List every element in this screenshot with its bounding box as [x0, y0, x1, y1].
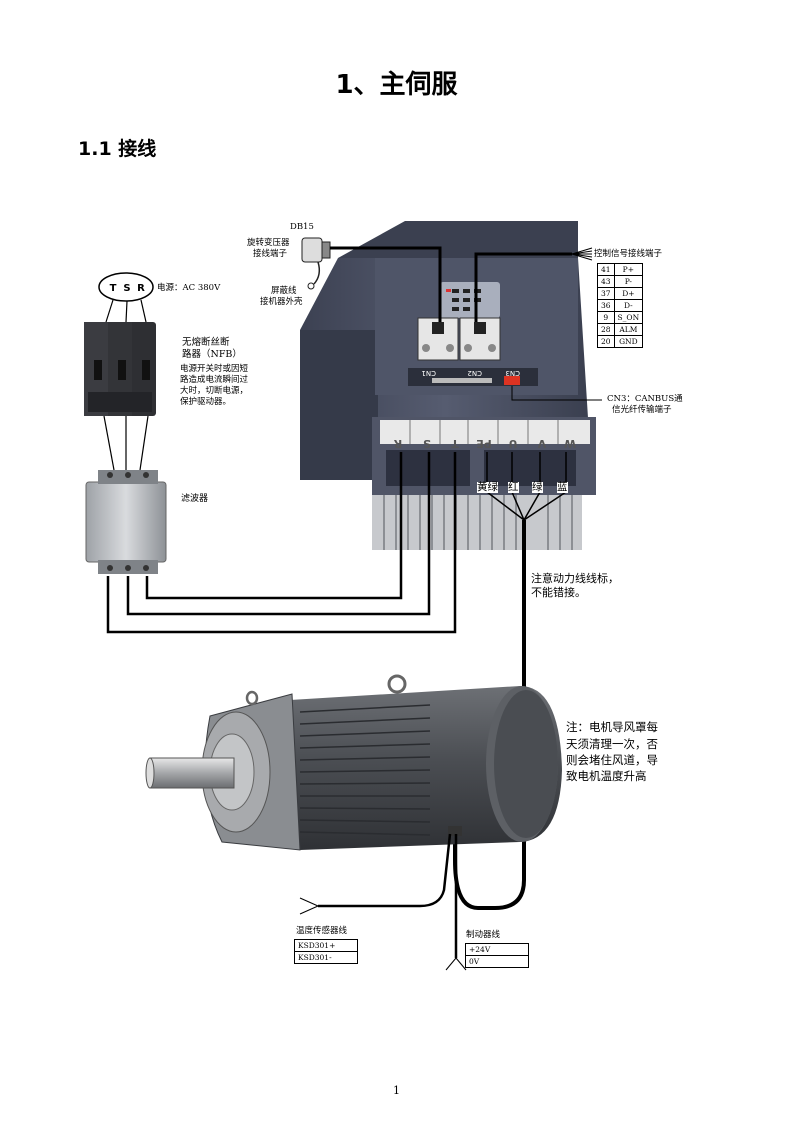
terminal-label-v: V	[537, 437, 546, 450]
page-number: 1	[393, 1084, 400, 1097]
temp-sensor-label: 温度传感器线	[296, 926, 348, 936]
nfb-label-1: 无熔断丝断	[182, 337, 230, 348]
resolver-label-2: 接线端子	[253, 249, 288, 259]
brake-table: +24V 0V	[465, 943, 529, 968]
power-note-2: 不能错接。	[531, 586, 586, 599]
breaker-phase-s: S	[123, 283, 130, 294]
nfb-desc-2: 路造成电流瞬间过	[180, 375, 249, 385]
cn3-desc-2: 信光纤传输端子	[612, 405, 672, 415]
control-terminal-label: 控制信号接线端子	[594, 249, 663, 259]
terminal-label-u: U	[509, 437, 518, 450]
breaker-phase-t: T	[110, 283, 117, 294]
cn1-label: CN1	[421, 369, 436, 377]
table-row: +24V	[465, 943, 529, 956]
wire-color-blue: 蓝	[557, 481, 568, 493]
page-title: 1、主伺服	[335, 70, 458, 100]
power-note-1: 注意动力线线标，	[531, 572, 619, 585]
filter-label: 滤波器	[181, 494, 209, 504]
emi-filter	[85, 470, 167, 574]
wire-color-red: 红	[508, 481, 519, 493]
nfb-desc-4: 保护驱动器。	[180, 397, 232, 407]
section-heading: 1.1 接线	[78, 138, 157, 160]
nfb-label-2: 路器（NFB）	[182, 349, 242, 360]
table-row: 0V	[465, 955, 529, 968]
nfb-desc-1: 电源开关时或因短	[180, 364, 249, 374]
nfb-desc-3: 大时，切断电源，	[180, 386, 249, 396]
motor-note-1: 注：电机导风罩每	[566, 720, 658, 734]
motor-note-3: 则会堵住风道，导	[566, 753, 658, 767]
db15-label: DB15	[290, 222, 314, 232]
motor-note-2: 天须清理一次，否	[566, 737, 658, 751]
circuit-breaker	[84, 272, 156, 416]
table-row: KSD301-	[294, 951, 358, 964]
cn3-desc-1: CN3：CANBUS通	[607, 394, 683, 404]
shield-label-1: 屏蔽线	[271, 286, 297, 296]
wire-color-yellow-green: 黄绿	[477, 481, 498, 493]
terminal-label-t: T	[451, 437, 459, 450]
temp-sensor-table: KSD301+ KSD301-	[294, 939, 358, 964]
resolver-label-1: 旋转变压器	[247, 238, 290, 248]
breaker-phase-r: R	[137, 283, 145, 294]
db15-connector	[301, 237, 331, 290]
brake-label: 制动器线	[466, 930, 501, 940]
motor	[145, 674, 562, 851]
terminal-label-s: S	[423, 437, 431, 450]
power-source-label: 电源：AC 380V	[157, 283, 221, 293]
terminal-label-pe: PE	[476, 437, 492, 450]
table-row: KSD301+	[294, 939, 358, 952]
cn3-label: CN3	[505, 369, 520, 377]
terminal-label-r: R	[393, 437, 402, 450]
servo-drive	[300, 221, 596, 550]
cn2-label: CN2	[467, 369, 482, 377]
wire-color-green: 绿	[532, 481, 543, 493]
shield-label-2: 接机器外壳	[260, 297, 303, 307]
motor-note-4: 致电机温度升高	[566, 769, 647, 783]
terminal-label-w: W	[564, 437, 576, 450]
